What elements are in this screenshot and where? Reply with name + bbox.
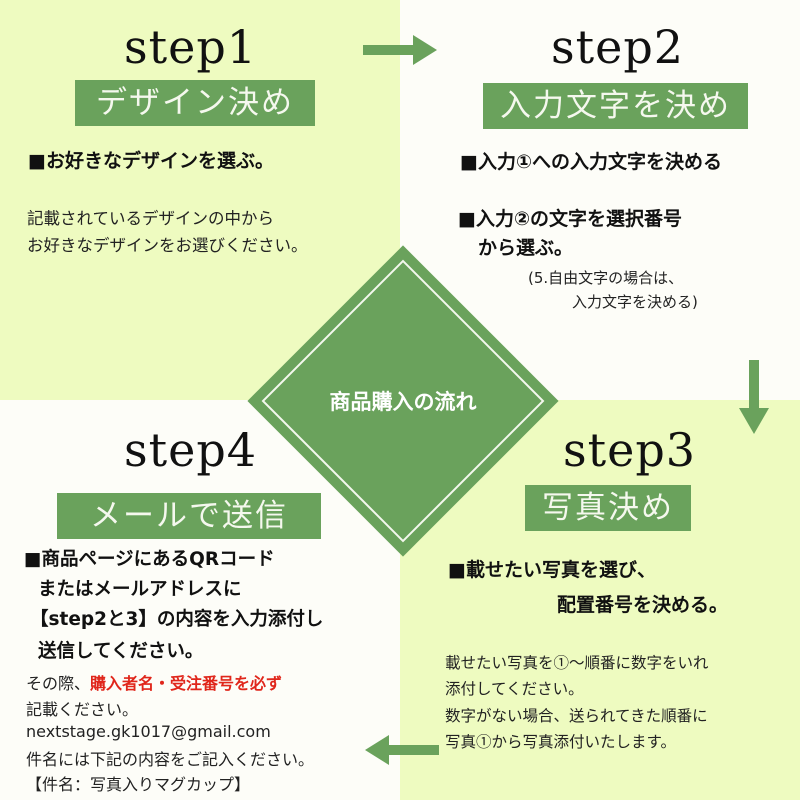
step2-label: 入力文字を決め xyxy=(483,83,748,129)
step4-bold-line: 送信してください。 xyxy=(38,641,204,662)
step1-heading: step1 xyxy=(124,20,258,74)
step4-note-prefix: その際、 xyxy=(26,674,91,693)
step4-label: メールで送信 xyxy=(57,493,321,539)
step3-text-line: 写真①から写真添付いたします。 xyxy=(445,733,676,751)
step2-heading: step2 xyxy=(551,20,685,74)
step3-heading: step3 xyxy=(563,423,697,477)
step4-bold-line: ■商品ページにあるQRコード xyxy=(24,549,275,570)
step3-label: 写真決め xyxy=(525,485,691,531)
step2-note-line: (5.自由文字の場合は、 xyxy=(528,269,684,287)
step4-bold-line: 【step2と3】の内容を入力添付し xyxy=(30,609,324,630)
step3-bold-line: 配置番号を決める。 xyxy=(557,594,729,616)
step3-text-line: 数字がない場合、送られてきた順番に xyxy=(445,707,708,725)
step2-bold-line: ■入力②の文字を選択番号 xyxy=(458,208,683,230)
step4-bold-line: またはメールアドレスに xyxy=(38,579,242,600)
step2-bold-line: ■入力①への入力文字を決める xyxy=(460,151,723,173)
step1-label: デザイン決め xyxy=(75,80,315,126)
step4-text-line: 記載ください。 xyxy=(26,700,139,719)
arrow-left-icon xyxy=(365,735,439,765)
step3-text-line: 添付してください。 xyxy=(445,680,584,698)
step1-text-line: 記載されているデザインの中から xyxy=(27,209,275,228)
arrow-down-icon xyxy=(739,360,769,434)
step3-text-line: 載せたい写真を①～順番に数字をいれ xyxy=(445,654,709,672)
step4-heading: step4 xyxy=(124,423,258,477)
step3-bold-line: ■載せたい写真を選び、 xyxy=(448,559,656,581)
step1-text-line: お好きなデザインをお選びください。 xyxy=(27,236,308,255)
step1-bold-line: ■お好きなデザインを選ぶ。 xyxy=(28,150,274,172)
center-diamond: 商品購入の流れ xyxy=(247,245,559,557)
arrow-right-icon xyxy=(363,35,437,65)
flow-title: 商品購入の流れ xyxy=(329,390,477,414)
step4-email[interactable]: nextstage.gk1017@gmail.com xyxy=(26,722,271,741)
step4-text-line: 件名には下記の内容をご記入ください。 xyxy=(26,750,315,769)
step4-note-line: その際、購入者名・受注番号を必ず xyxy=(26,670,282,694)
step2-note-line: 入力文字を決める) xyxy=(572,293,698,311)
step4-subject-line: 【件名：写真入りマグカップ】 xyxy=(26,775,251,794)
step2-bold-line: から選ぶ。 xyxy=(478,237,574,259)
step4-note-highlight: 購入者名・受注番号を必ず xyxy=(90,674,283,693)
